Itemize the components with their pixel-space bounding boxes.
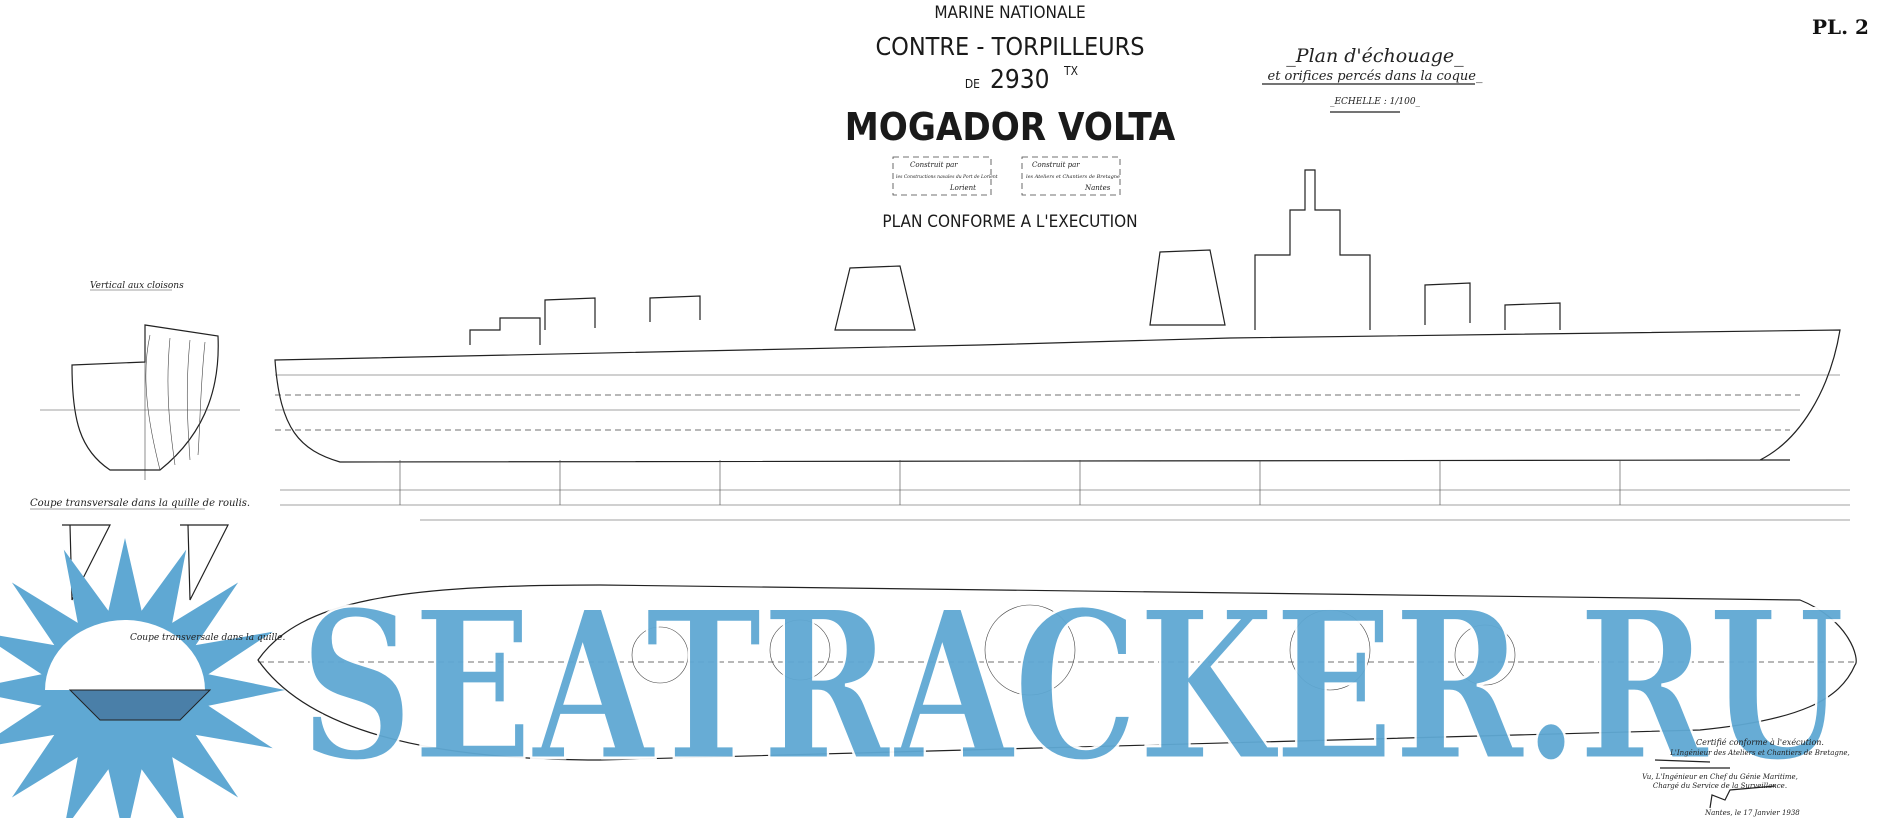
builder-right-line1: Construit par <box>1032 161 1080 169</box>
watermark-text: SEATRACKER.RU <box>300 567 1845 807</box>
ship-names: MOGADOR VOLTA <box>845 105 1176 149</box>
subtitle: PLAN CONFORME A L'EXECUTION <box>882 212 1137 232</box>
place-date: Nantes, le 17 Janvier 1938 <box>1704 809 1800 817</box>
builder-right-line2: les Ateliers et Chantiers de Bretagne <box>1026 174 1120 180</box>
builder-left-line3: Lorient <box>949 184 976 192</box>
sheet-number: PL. 2 <box>1812 15 1869 39</box>
certification-block: Certifié conforme à l'exécution. L'Ingén… <box>1642 738 1850 817</box>
builder-right-line3: Nantes <box>1084 184 1111 192</box>
tonnage-unit: TX <box>1063 64 1079 78</box>
plan-title-line2: et orifices percés dans la coque_ <box>1268 69 1483 84</box>
cert-line3: Vu, L'Ingénieur en Chef du Génie Maritim… <box>1642 773 1798 781</box>
keel-section-label: Coupe transversale dans la quille. <box>130 633 286 643</box>
keel-section-drawing <box>68 689 212 721</box>
builder-box-right: Construit par les Ateliers et Chantiers … <box>1021 156 1121 196</box>
bilge-keel-sections: Coupe transversale dans la quille de rou… <box>30 498 250 601</box>
signature-2 <box>1709 785 1776 809</box>
plan-title-line1: _Plan d'échouage_ <box>1286 45 1464 67</box>
watermark-logo-starburst <box>0 538 285 818</box>
vertical-label: Vertical aux cloisons <box>90 281 184 291</box>
title-block: MARINE NATIONALE CONTRE - TORPILLEURS DE… <box>845 3 1176 232</box>
starburst-center <box>45 620 205 690</box>
signature-1 <box>1654 759 1730 769</box>
title-line-2: CONTRE - TORPILLEURS <box>875 32 1144 61</box>
ship-profile <box>274 169 1850 521</box>
body-plan-section: Vertical aux cloisons <box>40 281 240 480</box>
title-line-1: MARINE NATIONALE <box>934 3 1085 23</box>
bilge-keel-label: Coupe transversale dans la quille de rou… <box>30 498 250 509</box>
cert-line2: L'Ingénieur des Ateliers et Chantiers de… <box>1669 749 1849 757</box>
ship-plan-view <box>257 584 1858 761</box>
builder-box-left: Construit par les Constructions navales … <box>892 156 998 196</box>
builder-left-line1: Construit par <box>910 161 958 169</box>
tonnage: 2930 <box>990 65 1050 95</box>
cert-line4: Chargé du Service de la Surveillance. <box>1653 782 1787 790</box>
scale: _ECHELLE : 1/100_ <box>1330 97 1421 107</box>
plan-title: _Plan d'échouage_ et orifices percés dan… <box>1262 45 1483 113</box>
title-line-3-prefix: DE <box>965 77 980 91</box>
builder-left-line2: les Constructions navales du Port de Lor… <box>896 174 998 180</box>
cert-line1: Certifié conforme à l'exécution. <box>1696 738 1824 747</box>
